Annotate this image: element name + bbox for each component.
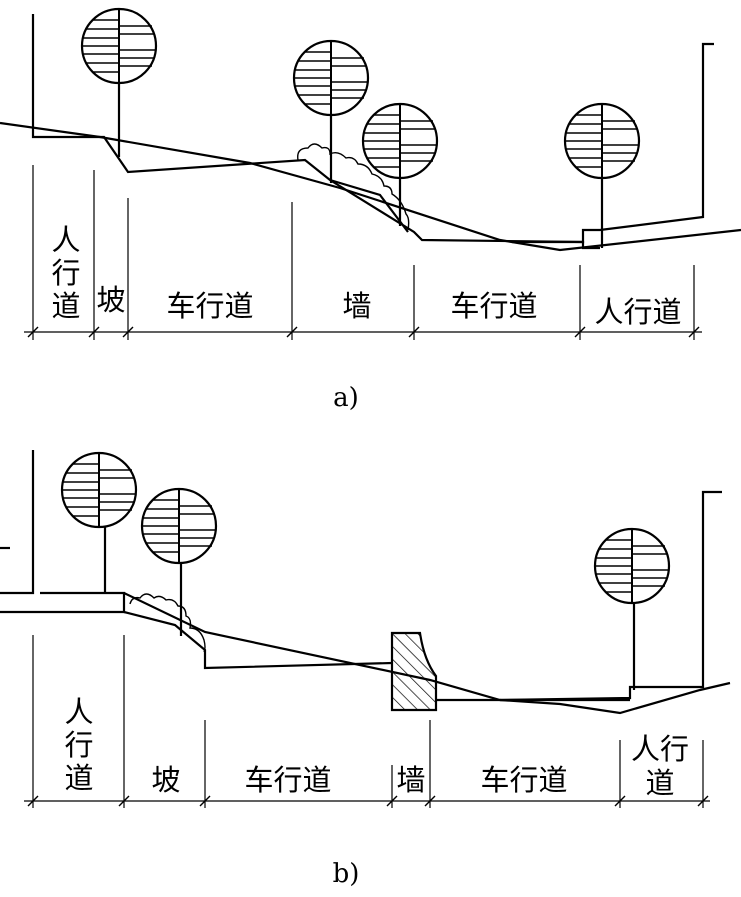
figure-a: 人 行 道 坡 车行道 墙 车行道 人行道 a) xyxy=(0,7,741,413)
caption-a: a) xyxy=(333,383,359,413)
label-b-wall: 墙 xyxy=(396,763,425,797)
tree-a2 xyxy=(292,39,370,183)
left-building-wall xyxy=(31,14,92,139)
label-a-sidewalk-left-2: 行 xyxy=(51,256,80,290)
label-a-sidewalk-left-3: 道 xyxy=(51,289,80,323)
label-a-slope: 坡 xyxy=(96,283,125,317)
label-a-sidewalk-right: 人行道 xyxy=(594,295,681,329)
road-section-profile-b xyxy=(123,610,393,670)
shrub-outline xyxy=(297,143,410,231)
label-a-carriageway-lower: 车行道 xyxy=(450,289,537,323)
dimension-lines-a xyxy=(24,165,702,340)
tree-a4 xyxy=(563,102,641,248)
tree-a1 xyxy=(80,7,158,157)
label-b-sidewalk-left-3: 道 xyxy=(64,761,93,795)
label-b-carriageway-upper: 车行道 xyxy=(244,763,331,797)
label-b-sidewalk-left-2: 行 xyxy=(64,728,93,762)
shrub-outline-b xyxy=(129,593,206,653)
label-b-sidewalk-left-1: 人 xyxy=(64,695,93,729)
label-a-wall: 墙 xyxy=(342,289,371,323)
existing-ground-line-b xyxy=(123,592,731,715)
figure-b: 人 行 道 坡 车行道 墙 车行道 人行 道 b) xyxy=(0,450,731,889)
left-sidewalk-b xyxy=(0,591,126,614)
tree-b1 xyxy=(60,451,138,593)
tree-a3 xyxy=(361,102,439,226)
label-b-slope: 坡 xyxy=(151,763,180,797)
label-b-sidewalk-right-2: 道 xyxy=(645,766,674,800)
wall-slope xyxy=(329,178,409,233)
label-b-carriageway-lower: 车行道 xyxy=(480,763,567,797)
tree-b2 xyxy=(140,487,218,636)
retaining-wall xyxy=(390,631,438,712)
caption-b: b) xyxy=(333,859,360,889)
label-b-sidewalk-right-1: 人行 xyxy=(631,732,689,766)
label-a-carriageway-upper: 车行道 xyxy=(166,289,253,323)
right-building-wall-b xyxy=(499,490,722,702)
tree-b3 xyxy=(593,527,671,690)
road-section-profile xyxy=(92,135,600,250)
dimension-lines-b xyxy=(24,635,710,808)
label-a-sidewalk-left-1: 人 xyxy=(51,223,80,257)
left-building-wall-b xyxy=(0,450,35,595)
